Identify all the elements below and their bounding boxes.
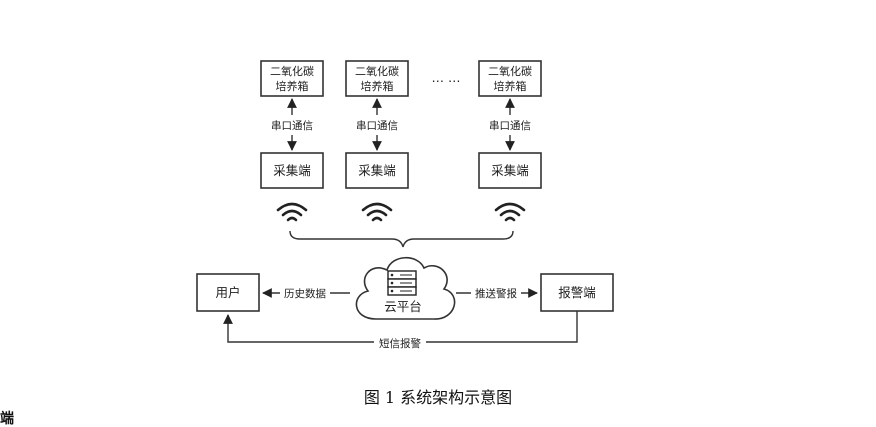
- sms-alarm-edge: 短信报警: [223, 311, 578, 350]
- sms-alarm-label: 短信报警: [379, 337, 421, 350]
- wifi-icon: [361, 202, 393, 222]
- history-data-edge: 历史数据: [262, 285, 350, 300]
- incubator-1-line-2: 培养箱: [276, 79, 309, 93]
- collector-1-label: 采集端: [273, 163, 311, 178]
- collector-2-label: 采集端: [358, 163, 396, 178]
- collector-box-1: 采集端: [260, 152, 324, 189]
- serial-link-1: 串口通信: [271, 98, 313, 151]
- serial-label-3: 串口通信: [489, 120, 531, 132]
- alarm-label: 报警端: [558, 285, 596, 300]
- incubator-1-line-1: 二氧化碳: [270, 64, 314, 78]
- user-label: 用户: [215, 285, 240, 300]
- system-architecture-diagram: 二氧化碳 培养箱 二氧化碳 培养箱 … … 二氧化碳 培养箱 串口通信 串口通信…: [196, 60, 614, 350]
- collector-box-3: 采集端: [478, 152, 542, 189]
- push-alarm-label: 推送警报: [475, 287, 517, 300]
- incubator-3-line-1: 二氧化碳: [488, 64, 532, 78]
- incubator-box-3: 二氧化碳 培养箱: [478, 60, 542, 97]
- incubator-box-1: 二氧化碳 培养箱: [260, 60, 324, 97]
- user-box: 用户: [196, 273, 260, 312]
- collector-box-2: 采集端: [345, 152, 409, 189]
- wifi-icon: [494, 202, 526, 222]
- incubator-2-line-1: 二氧化碳: [355, 64, 399, 78]
- alarm-box: 报警端: [540, 273, 614, 312]
- partial-text-fragment: 端: [0, 411, 14, 427]
- grouping-brace: [289, 230, 514, 248]
- history-data-label: 历史数据: [284, 287, 326, 300]
- cloud-platform-label: 云平台: [384, 299, 422, 314]
- figure-caption: 图 1 系统架构示意图: [363, 388, 513, 407]
- push-alarm-edge: 推送警报: [456, 285, 538, 300]
- serial-label-2: 串口通信: [356, 120, 398, 132]
- incubator-box-2: 二氧化碳 培养箱: [345, 60, 409, 97]
- server-icon: [387, 270, 417, 296]
- collector-3-label: 采集端: [491, 163, 529, 178]
- serial-label-1: 串口通信: [271, 120, 313, 132]
- incubator-3-line-2: 培养箱: [494, 79, 527, 93]
- serial-link-3: 串口通信: [489, 98, 531, 151]
- incubator-2-line-2: 培养箱: [361, 79, 394, 93]
- serial-link-2: 串口通信: [356, 98, 398, 151]
- wifi-icon: [276, 202, 308, 222]
- ellipsis-label: … …: [432, 70, 461, 85]
